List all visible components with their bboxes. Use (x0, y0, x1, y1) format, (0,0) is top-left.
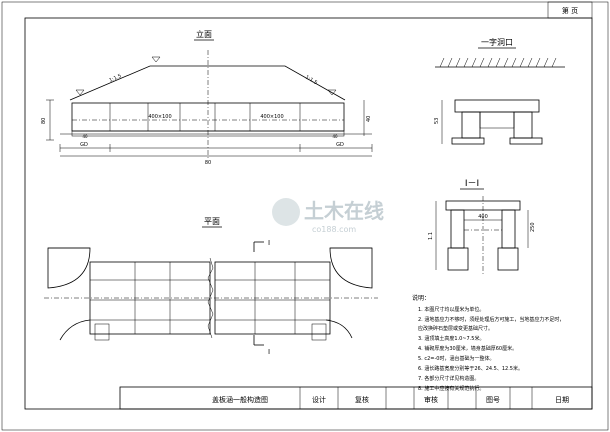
section-height-label: 1.1 (428, 232, 434, 240)
note-item: 2. 涵地基应力不够时，须经处理后方可施工，当地基应力不足时， (418, 316, 564, 323)
headwall-height-label: 53 (434, 118, 440, 124)
review-label: 复核 (355, 395, 369, 404)
left-slope-label: 1:1.5 (108, 73, 122, 84)
date-label: 日期 (555, 396, 569, 404)
note-item: 4. 铺砌厚度为30厘米，墙身基础厚60厘米。 (418, 345, 517, 352)
plan-barrel-left (89, 261, 211, 335)
page-label-box: 第 页 (547, 1, 593, 19)
elevation-view: 立面 400×100 400×100 1:1.5 1:1.5 80 40 (41, 29, 373, 166)
note-item: 7. 各部分尺寸详见构造图。 (418, 375, 479, 382)
span-label-1: 400×100 (148, 114, 171, 120)
right-slope-label: 1:1.5 (304, 75, 318, 87)
drawing-no-label: 图号 (486, 396, 500, 404)
section-mark-bottom: I (268, 348, 270, 356)
section-mark-top: I (268, 239, 270, 247)
watermark: 土木在线 co188.com (272, 198, 384, 234)
headwall-view: 一字洞口 53 (434, 37, 565, 145)
left-dim-label: 40 (82, 134, 88, 139)
note-item: 8. 施工中应按有关规范执行。 (418, 385, 484, 392)
right-height-label: 40 (366, 116, 372, 122)
elevation-title: 立面 (196, 29, 212, 39)
headwall-title: 一字洞口 (481, 37, 513, 47)
section-span-label: 400 (478, 214, 488, 220)
note-item: 1. 本图尺寸均以厘米为单位。 (418, 306, 484, 313)
embankment-profile (69, 65, 346, 101)
design-label: 设计 (312, 395, 326, 404)
right-dim-label: 40 (332, 134, 338, 139)
drawing-title: 盖板涵一般构造图 (212, 395, 268, 404)
title-block: 盖板涵一般构造图 设计 复核 审核 图号 日期 (119, 386, 593, 410)
watermark-en: co188.com (312, 225, 356, 234)
left-wing-top (47, 247, 91, 289)
section-title: I－I (465, 179, 479, 189)
note-item: 3. 涵顶填土高度1.0~7.5米。 (418, 335, 484, 342)
total-width-label: 80 (205, 160, 211, 166)
watermark-cn: 土木在线 (304, 199, 384, 223)
watermark-logo (272, 198, 300, 226)
right-end-label: GD (336, 142, 344, 148)
right-wing-top (329, 247, 373, 289)
notes-heading: 说明： (412, 294, 430, 302)
section-view: I－I 400 1.1 250 (428, 179, 536, 275)
left-height-label: 80 (41, 118, 47, 124)
plan-barrel-right (214, 261, 331, 335)
left-end-label: GD (80, 142, 88, 148)
page-label: 第 页 (562, 6, 578, 15)
section-side-label: 250 (530, 222, 536, 232)
note-item: 应改换碎石垫层或变更基础尺寸。 (418, 325, 493, 332)
headwall-cap (454, 99, 540, 113)
span-label-2: 400×100 (260, 114, 283, 120)
approve-label: 审核 (424, 395, 438, 404)
plan-view: 平面 I I (44, 217, 378, 356)
note-item: 6. 涵长路基宽度分别等于26、24.5、12.5米。 (418, 365, 523, 372)
notes-block: 说明： 1. 本图尺寸均以厘米为单位。 2. 涵地基应力不够时，须经处理后方可施… (412, 294, 564, 392)
note-item: 5. c2=-0时，涵台基础为一整体。 (418, 355, 494, 362)
plan-title: 平面 (204, 217, 220, 226)
ground-hatch (439, 57, 557, 68)
